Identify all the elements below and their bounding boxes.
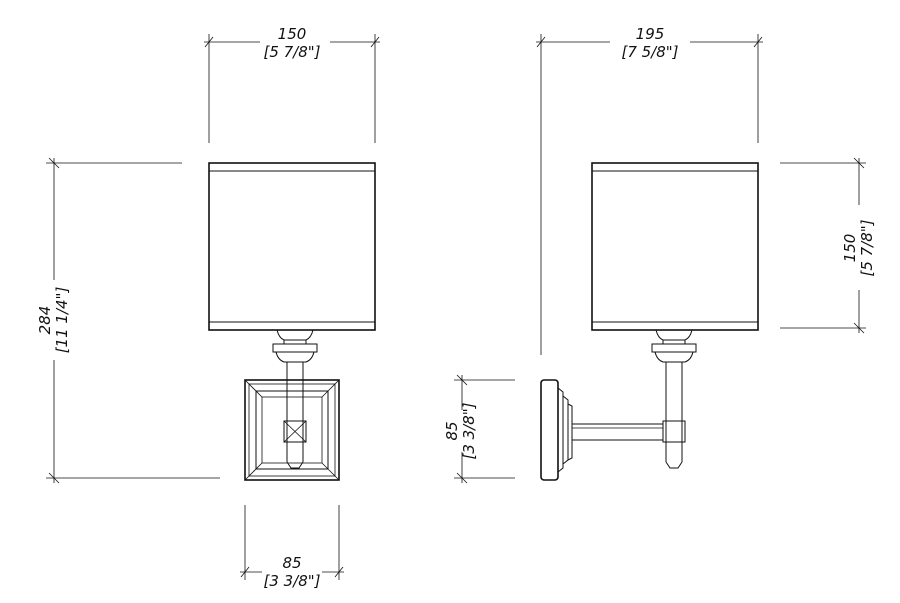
side-base-height-inch: [3 3/8"] [460, 402, 478, 459]
side-depth-inch: [7 5/8"] [621, 43, 678, 61]
front-base-width-inch: [3 3/8"] [263, 572, 320, 590]
front-width-mm: 150 [278, 25, 307, 43]
side-base-height-dimension: 85 [3 3/8"] [443, 374, 515, 484]
side-depth-mm: 195 [636, 25, 665, 43]
side-stem [665, 362, 683, 469]
side-base-height-mm: 85 [443, 421, 461, 440]
front-height-inch: [11 1/4"] [53, 287, 71, 354]
side-lamp-shade [591, 162, 759, 331]
front-backplate [244, 379, 340, 481]
front-view: 150 [5 7/8"] 284 [11 1/4"] 85 [3 3/8"] [36, 25, 380, 590]
front-stem [286, 362, 304, 469]
front-base-width-mm: 85 [282, 554, 301, 572]
side-shade-height-inch: [5 7/8"] [858, 219, 876, 276]
front-knuckle [283, 420, 307, 443]
front-height-dimension: 284 [11 1/4"] [36, 157, 220, 484]
front-height-mm: 284 [36, 306, 54, 335]
side-depth-dimension: 195 [7 5/8"] [536, 25, 763, 355]
side-shade-height-mm: 150 [841, 234, 859, 263]
side-shade-height-dimension: 150 [5 7/8"] [780, 157, 876, 334]
front-base-width-dimension: 85 [3 3/8"] [240, 505, 344, 590]
side-backplate [540, 379, 573, 481]
front-lamp-shade [208, 162, 376, 331]
front-socket-cup [272, 329, 318, 363]
side-arm [572, 420, 686, 443]
front-width-dimension: 150 [5 7/8"] [204, 25, 380, 143]
side-view: 195 [7 5/8"] 150 [5 7/8"] 85 [3 3/8"] [443, 25, 876, 484]
side-socket-cup [651, 329, 697, 363]
front-width-inch: [5 7/8"] [263, 43, 320, 61]
